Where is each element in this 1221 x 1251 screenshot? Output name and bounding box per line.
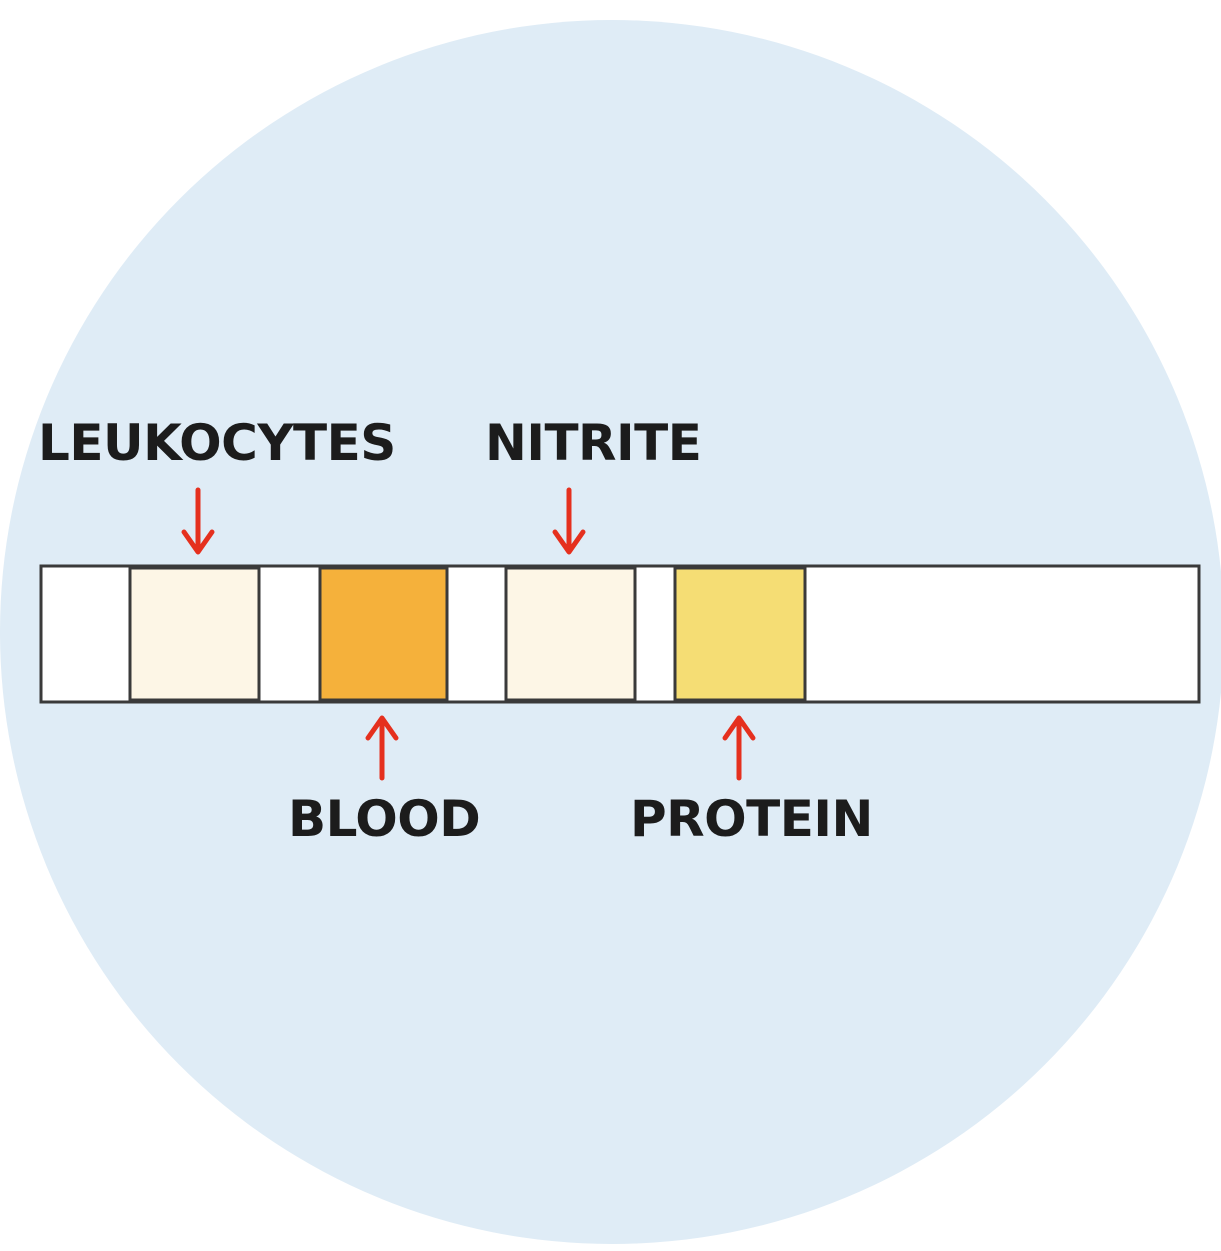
label-protein: PROTEIN bbox=[630, 790, 873, 848]
label-nitrite: NITRITE bbox=[485, 414, 701, 472]
label-blood: BLOOD bbox=[288, 790, 480, 848]
arrow-down-icon bbox=[181, 487, 215, 555]
label-leukocytes: LEUKOCYTES bbox=[38, 414, 396, 472]
pad-protein bbox=[673, 566, 807, 702]
pad-leukocytes bbox=[128, 566, 261, 702]
arrow-down-icon bbox=[552, 487, 586, 555]
arrow-up-icon bbox=[365, 715, 399, 781]
pad-nitrite bbox=[504, 566, 637, 702]
pad-blood bbox=[318, 566, 449, 702]
arrow-up-icon bbox=[722, 715, 756, 781]
